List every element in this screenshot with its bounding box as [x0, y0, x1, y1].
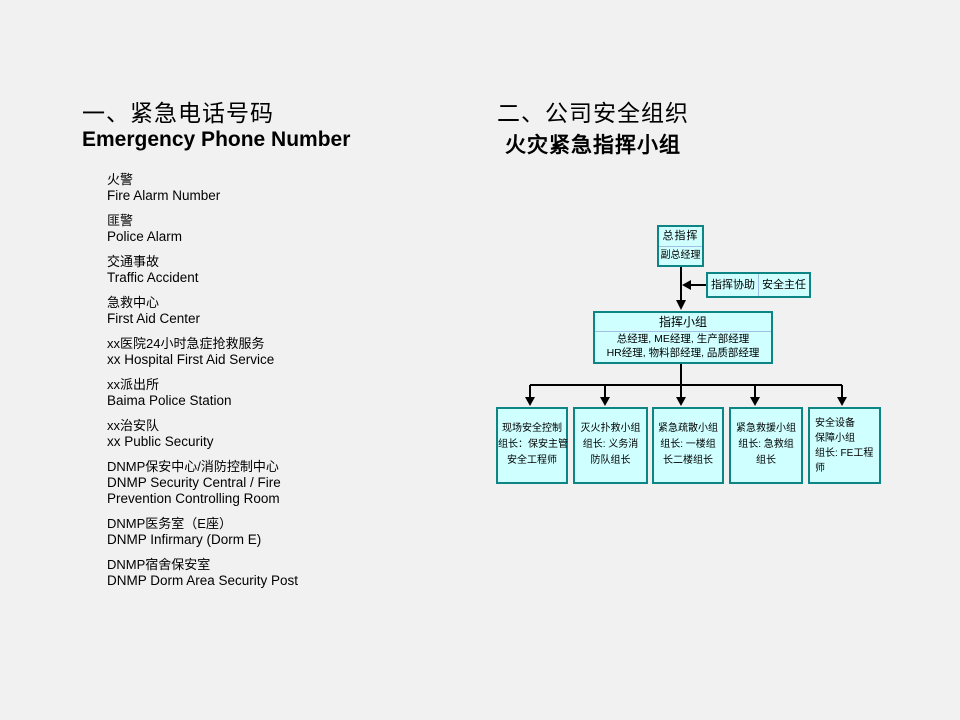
contact-zh: xx派出所	[107, 377, 160, 392]
contact-zh: 急救中心	[107, 295, 160, 310]
fire-command-team-subtitle: 火灾紧急指挥小组	[505, 134, 681, 157]
assist-label: 指挥协助	[708, 274, 759, 296]
emergency-contact-list: 火警 Fire Alarm Number 匪警 Police Alarm 交通事…	[107, 172, 327, 589]
emergency-phone-title-zh: 一、紧急电话号码	[82, 100, 274, 126]
contact-en: Baima Police Station	[107, 393, 232, 408]
team-title: 紧急救援小组	[736, 423, 796, 434]
contact-zh: 交通事故	[107, 254, 160, 269]
contact-en: DNMP Security Central / Fire Prevention …	[107, 475, 281, 506]
team-leader: 师	[815, 463, 825, 474]
team-title: 现场安全控制	[502, 423, 562, 434]
org-box-site-safety-control: 现场安全控制 组长：保安主管 安全工程师	[496, 407, 568, 484]
safety-organization-title: 二、公司安全组织	[497, 100, 689, 126]
command-group-members-line1: 总经理, ME经理, 生产部经理	[616, 333, 750, 345]
command-group-title: 指挥小组	[595, 313, 771, 332]
contact-item-infirmary: DNMP医务室（E座） DNMP Infirmary (Dorm E)	[107, 516, 327, 548]
contact-en: First Aid Center	[107, 311, 201, 326]
team-leader: 组长: 一楼组	[660, 439, 716, 450]
org-box-emergency-evacuation-team: 紧急疏散小组 组长: 一楼组 长二楼组长	[652, 407, 724, 484]
contact-zh: DNMP宿舍保安室	[107, 557, 211, 572]
contact-en: DNMP Dorm Area Security Post	[107, 573, 299, 588]
assist-role: 安全主任	[762, 279, 806, 291]
contact-item-traffic-accident: 交通事故 Traffic Accident	[107, 254, 327, 286]
team-leader: 组长：保安主管	[498, 439, 568, 450]
org-box-commander: 总指挥 副总经理	[657, 225, 704, 267]
contact-zh: 火警	[107, 172, 134, 187]
team-title: 安全设备	[815, 418, 855, 429]
contact-item-public-security: xx治安队 xx Public Security	[107, 418, 327, 450]
org-box-command-group: 指挥小组 总经理, ME经理, 生产部经理 HR经理, 物料部经理, 品质部经理	[593, 311, 773, 364]
team-leader: 组长	[756, 455, 776, 466]
contact-en: xx Public Security	[107, 434, 214, 449]
org-box-command-assist: 指挥协助 安全主任	[706, 272, 811, 298]
org-box-safety-equipment-team: 安全设备 保障小组 组长: FE工程 师	[808, 407, 881, 484]
team-leader: 安全工程师	[507, 455, 557, 466]
contact-en: Fire Alarm Number	[107, 188, 221, 203]
contact-zh: DNMP保安中心/消防控制中心	[107, 459, 279, 474]
contact-zh: 匪警	[107, 213, 134, 228]
contact-item-first-aid-center: 急救中心 First Aid Center	[107, 295, 327, 327]
contact-item-dorm-security-post: DNMP宿舍保安室 DNMP Dorm Area Security Post	[107, 557, 327, 589]
team-title: 保障小组	[815, 433, 855, 444]
contact-item-police-station: xx派出所 Baima Police Station	[107, 377, 327, 409]
contact-zh: xx治安队	[107, 418, 160, 433]
team-leader: 防队组长	[590, 455, 631, 466]
commander-role: 副总经理	[660, 250, 701, 261]
org-box-emergency-rescue-team: 紧急救援小组 组长: 急救组 组长	[729, 407, 803, 484]
commander-title: 总指挥	[659, 227, 702, 247]
contact-en: DNMP Infirmary (Dorm E)	[107, 532, 262, 547]
team-title: 灭火扑救小组	[580, 423, 641, 434]
contact-item-fire-alarm: 火警 Fire Alarm Number	[107, 172, 327, 204]
team-title: 紧急疏散小组	[658, 423, 718, 434]
command-group-members-line2: HR经理, 物料部经理, 品质部经理	[606, 347, 760, 359]
contact-en: Police Alarm	[107, 229, 183, 244]
team-leader: 组长: FE工程	[815, 448, 874, 459]
contact-zh: xx医院24小时急症抢救服务	[107, 336, 265, 351]
emergency-phone-title-en: Emergency Phone Number	[82, 128, 351, 151]
contact-item-security-central: DNMP保安中心/消防控制中心 DNMP Security Central / …	[107, 459, 327, 507]
contact-item-police-alarm: 匪警 Police Alarm	[107, 213, 327, 245]
org-box-fire-fighting-team: 灭火扑救小组 组长: 义务消 防队组长	[573, 407, 648, 484]
contact-item-hospital-first-aid: xx医院24小时急症抢救服务 xx Hospital First Aid Ser…	[107, 336, 327, 368]
contact-zh: DNMP医务室（E座）	[107, 516, 232, 531]
team-leader: 组长: 急救组	[738, 439, 794, 450]
team-leader: 长二楼组长	[663, 455, 713, 466]
team-leader: 组长: 义务消	[582, 439, 639, 450]
contact-en: Traffic Accident	[107, 270, 199, 285]
contact-en: xx Hospital First Aid Service	[107, 352, 275, 367]
